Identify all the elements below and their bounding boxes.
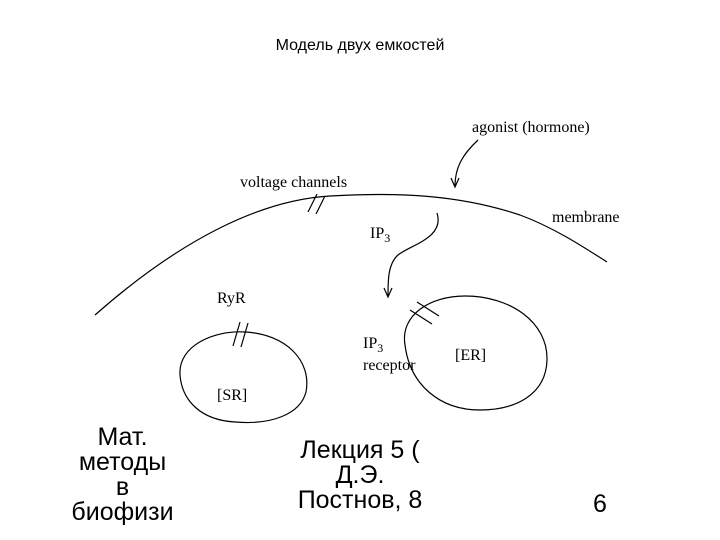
slide-title: Модель двух емкостей <box>275 37 445 54</box>
ip3-receptor-marks <box>409 301 440 325</box>
er-label: [ER] <box>455 347 486 364</box>
cell-membrane-curve <box>94 193 608 316</box>
er-compartment <box>403 295 548 411</box>
voltage-channels-label: voltage channels <box>240 174 347 191</box>
footer-lecture-info: Лекция 5 ( Д.Э. Постнов, 8 <box>297 438 423 514</box>
agonist-arrow <box>450 139 479 189</box>
ip3-receptor-label-line2: receptor <box>363 357 416 374</box>
footer-page-number: 6 <box>593 492 607 518</box>
ip3-label: IP3 <box>370 225 390 245</box>
ryr-label: RyR <box>217 290 246 307</box>
ip3-receptor-label-line1: IP3 <box>363 335 383 355</box>
ip3-arrow <box>383 212 439 299</box>
sr-label: [SR] <box>217 387 247 404</box>
voltage-channel-marks <box>307 193 326 215</box>
sr-compartment <box>179 331 308 424</box>
membrane-label: membrane <box>552 209 620 226</box>
agonist-label: agonist (hormone) <box>472 119 590 136</box>
footer-course-title: Мат. методы в биофизи <box>71 425 174 526</box>
ryr-channel-marks <box>232 321 249 348</box>
